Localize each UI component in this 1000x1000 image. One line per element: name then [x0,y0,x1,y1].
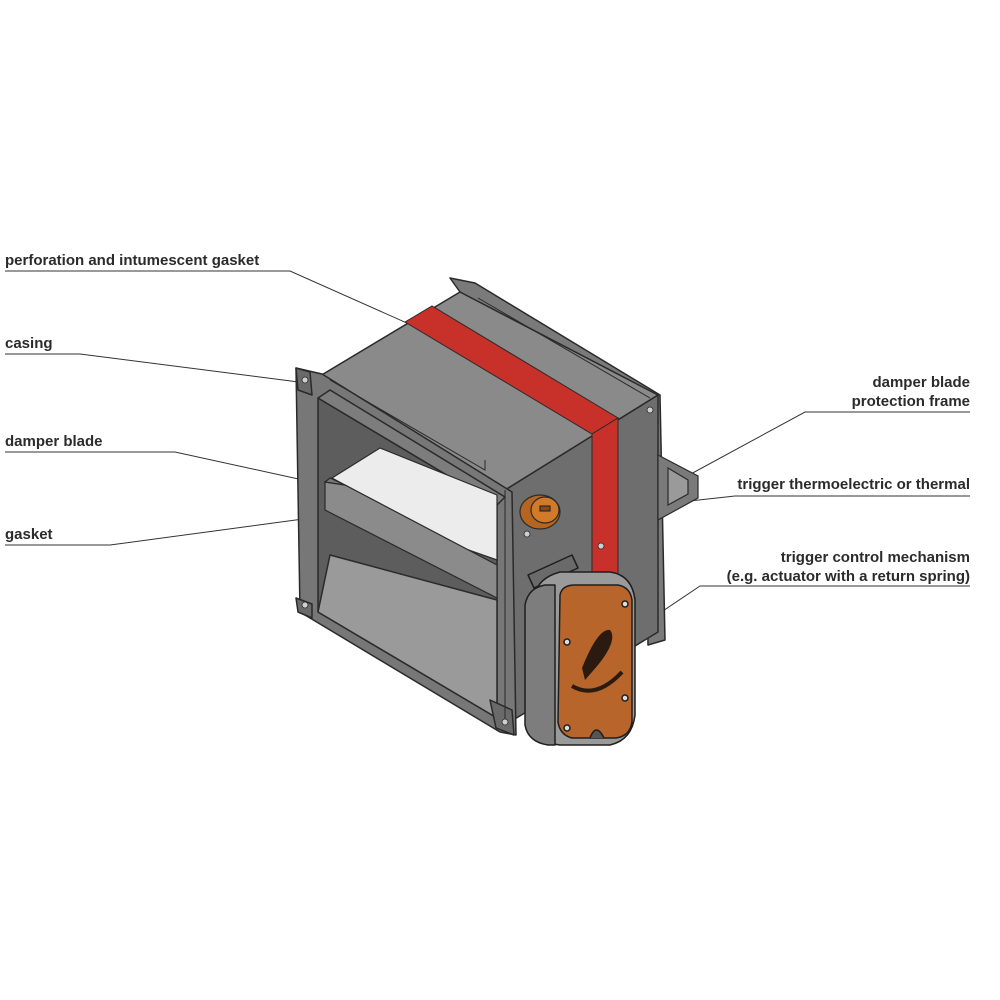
damper-blade [323,447,498,599]
casing-edges [329,297,651,725]
label-trigger-thermo: trigger thermoelectric or thermal [737,476,970,493]
label-protection-frame-line1: damper blade [872,374,970,391]
label-casing: casing [5,335,53,352]
label-gasket: gasket [5,526,53,543]
actuator [524,554,636,746]
trigger-thermoelectric-knob [519,494,561,530]
label-trigger-mech-sub: (e.g. actuator with a return spring) [726,568,970,585]
intumescent-gasket-strip [404,305,619,613]
label-perforation: perforation and intumescent gasket [5,252,260,269]
screws [301,376,654,726]
label-trigger-mech-block: trigger control mechanism (e.g. actuator… [727,548,970,586]
label-protection-frame-line2: protection frame [851,393,970,410]
leader-gasket [5,511,356,546]
leader-casing [5,353,401,396]
label-damper-blade: damper blade [5,433,103,450]
label-protection-frame: damper blade protection frame [852,373,970,411]
protection-frame [657,454,699,522]
label-trigger-mech: trigger control mechanism [780,549,970,566]
leader-protection-frame [664,411,970,489]
